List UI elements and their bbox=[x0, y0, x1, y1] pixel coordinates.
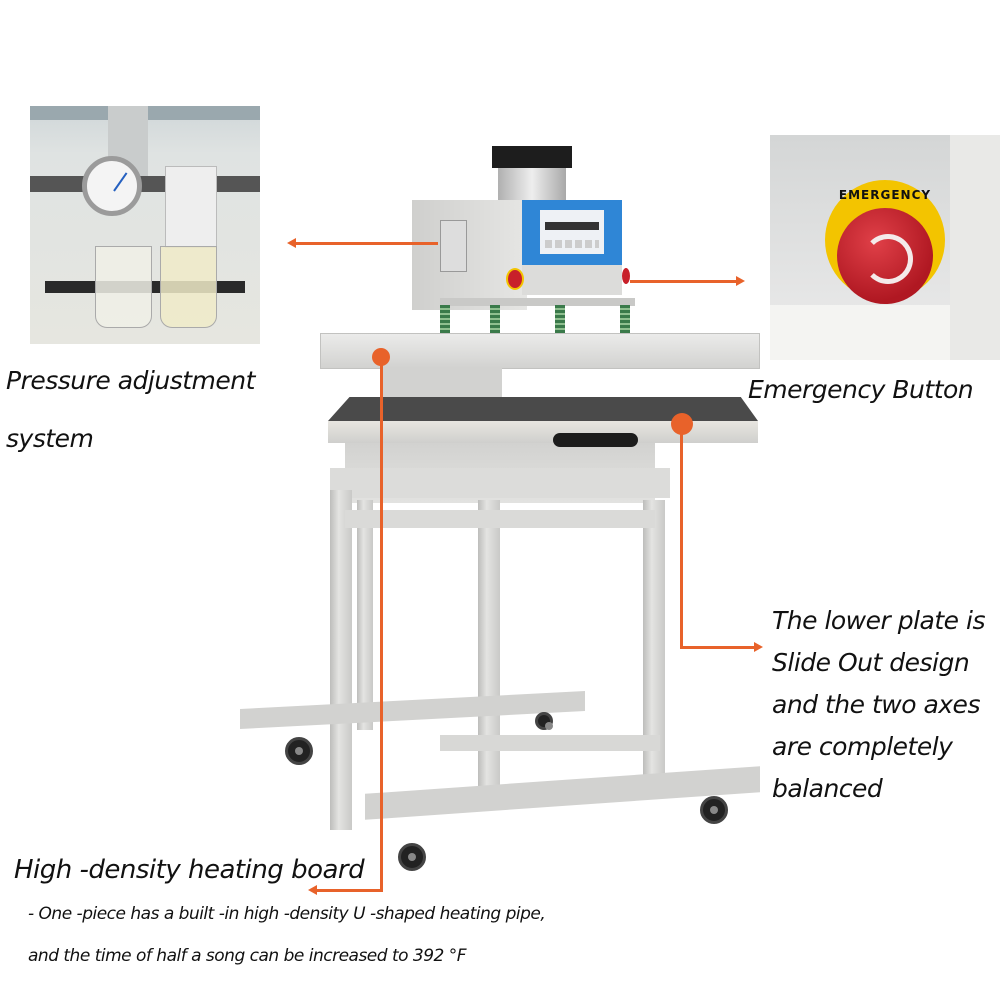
arrow-right-icon bbox=[736, 276, 745, 286]
lower-plate-caption-2: Slide Out design bbox=[772, 648, 970, 677]
emergency-stop-icon: EMERGENCY bbox=[825, 180, 945, 304]
control-panel bbox=[522, 200, 622, 265]
arrow-left-icon bbox=[308, 885, 317, 895]
lower-plate-caption-5: balanced bbox=[772, 774, 883, 803]
pressure-gauge-icon bbox=[82, 156, 142, 216]
heating-board-desc-1: - One -piece has a built -in high -densi… bbox=[28, 904, 546, 924]
heating-board-title: High -density heating board bbox=[14, 855, 365, 885]
callout-dot-icon bbox=[671, 413, 693, 435]
arrow-left-icon bbox=[287, 238, 296, 248]
pressure-regulator-photo bbox=[30, 106, 260, 344]
lower-plate-caption-1: The lower plate is bbox=[772, 606, 985, 635]
lower-plate-caption-4: are completely bbox=[772, 732, 953, 761]
lower-plate-caption-3: and the two axes bbox=[772, 690, 980, 719]
lower-heat-platen bbox=[328, 397, 758, 421]
heating-board-desc-2: and the time of half a song can be incre… bbox=[28, 946, 467, 966]
emergency-button-photo: EMERGENCY bbox=[770, 135, 1000, 360]
arrow-right-icon bbox=[754, 642, 763, 652]
pressure-caption-line1: Pressure adjustment bbox=[6, 366, 255, 395]
pressure-caption-line2: system bbox=[6, 424, 94, 453]
callout-dot-icon bbox=[372, 348, 390, 366]
emergency-caption: Emergency Button bbox=[748, 375, 974, 404]
upper-heat-platen bbox=[320, 333, 760, 369]
